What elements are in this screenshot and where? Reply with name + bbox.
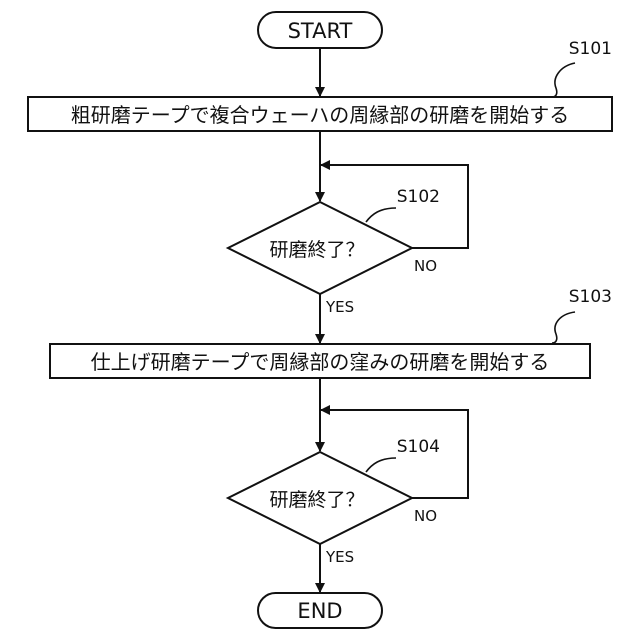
decision-s102-text: 研磨終了？ — [269, 239, 364, 261]
step-leader-s104 — [366, 458, 396, 472]
decision-s104: 研磨終了？ — [228, 452, 412, 544]
process-s103: 仕上げ研磨テープで周縁部の窪みの研磨を開始する — [50, 344, 590, 378]
branch-label-s104-no: NO — [414, 507, 437, 525]
step-label-s101: S101 — [569, 39, 612, 59]
step-leader-s101 — [552, 63, 575, 97]
step-leader-s103 — [552, 312, 575, 343]
step-leader-s102 — [366, 208, 396, 222]
process-s103-text: 仕上げ研磨テープで周縁部の窪みの研磨を開始する — [91, 350, 550, 374]
step-label-s104: S104 — [397, 437, 440, 457]
process-s101-text: 粗研磨テープで複合ウェーハの周縁部の研磨を開始する — [71, 103, 569, 127]
step-label-s102: S102 — [397, 187, 440, 207]
decision-s102: 研磨終了？ — [228, 202, 412, 294]
branch-label-s104-yes: YES — [325, 548, 354, 566]
end-label: END — [297, 599, 342, 623]
decision-s104-text: 研磨終了？ — [269, 489, 364, 511]
branch-label-s102-yes: YES — [325, 298, 354, 316]
process-s101: 粗研磨テープで複合ウェーハの周縁部の研磨を開始する — [28, 97, 612, 131]
start-label: START — [288, 19, 353, 43]
end-terminal: END — [258, 593, 382, 628]
start-terminal: START — [258, 12, 382, 48]
branch-label-s102-no: NO — [414, 257, 437, 275]
step-label-s103: S103 — [569, 287, 612, 307]
